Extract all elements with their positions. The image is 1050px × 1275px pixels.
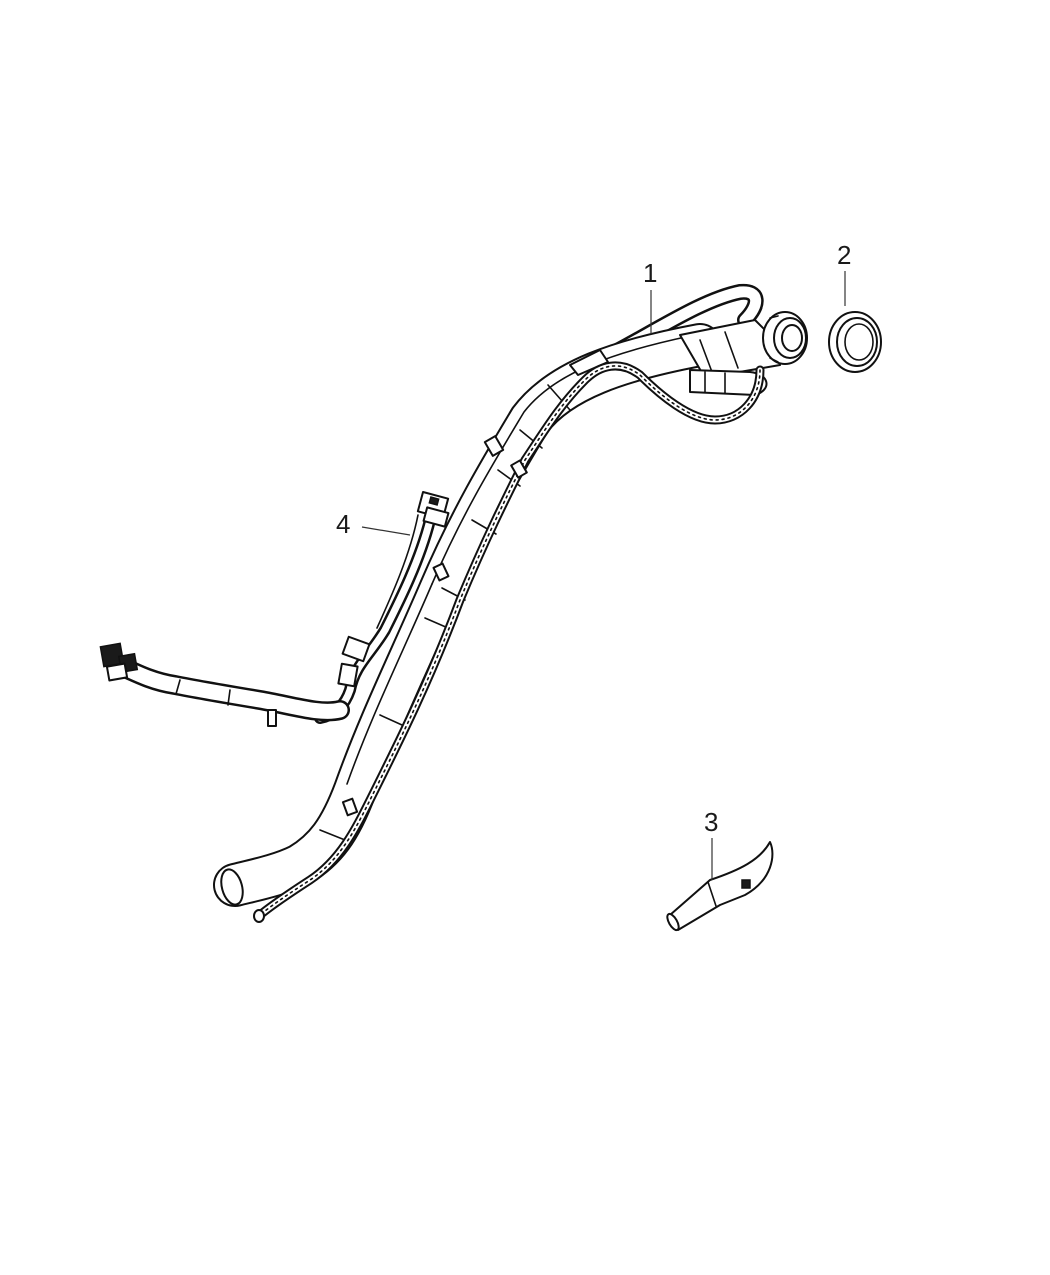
callout-labels: 1 2 3 4 (336, 240, 851, 837)
callout-2: 2 (837, 240, 851, 270)
part-3-vent-tube (666, 841, 774, 932)
part-2-seal-ring (828, 311, 882, 373)
callout-1: 1 (643, 258, 657, 288)
part-4-vapor-line (99, 490, 450, 727)
callout-4: 4 (336, 509, 350, 539)
leader-lines (361, 271, 846, 880)
leader-4 (361, 526, 411, 536)
part-1-filler-neck (213, 283, 808, 923)
callout-3: 3 (704, 807, 718, 837)
